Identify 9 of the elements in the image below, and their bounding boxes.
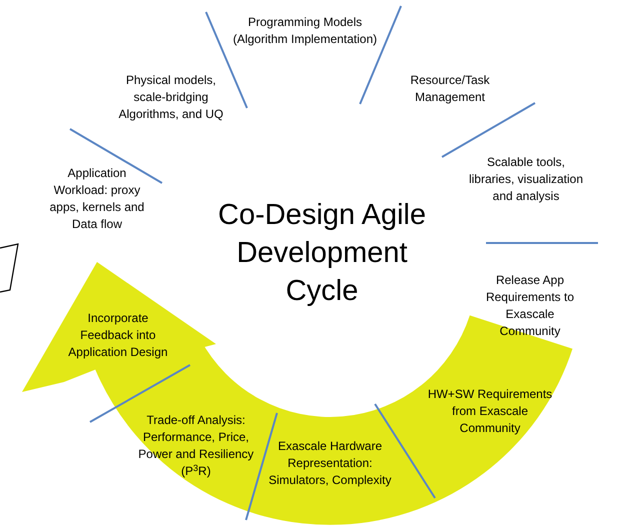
diagram-title: Co-Design Agile Development Cycle bbox=[217, 198, 427, 309]
stage-label: Scalable tools, libraries, visualization and analysis bbox=[468, 154, 584, 205]
stage-label: Physical models, scale-bridging Algorithms, and UQ bbox=[118, 72, 224, 123]
stage-label: Programming Models (Algorithm Implementation) bbox=[232, 14, 378, 48]
stage-label: Incorporate Feedback into Application Design bbox=[68, 310, 168, 361]
stage-label: Resource/Task Management bbox=[409, 72, 491, 106]
stage-label: Application Workload: proxy apps, kernels and Data flow bbox=[48, 165, 146, 233]
stage-label: HW+SW Requirements from Exascale Community bbox=[426, 386, 554, 437]
stage-label: Exascale Hardware Representation: Simulators, Complexity bbox=[268, 438, 392, 489]
